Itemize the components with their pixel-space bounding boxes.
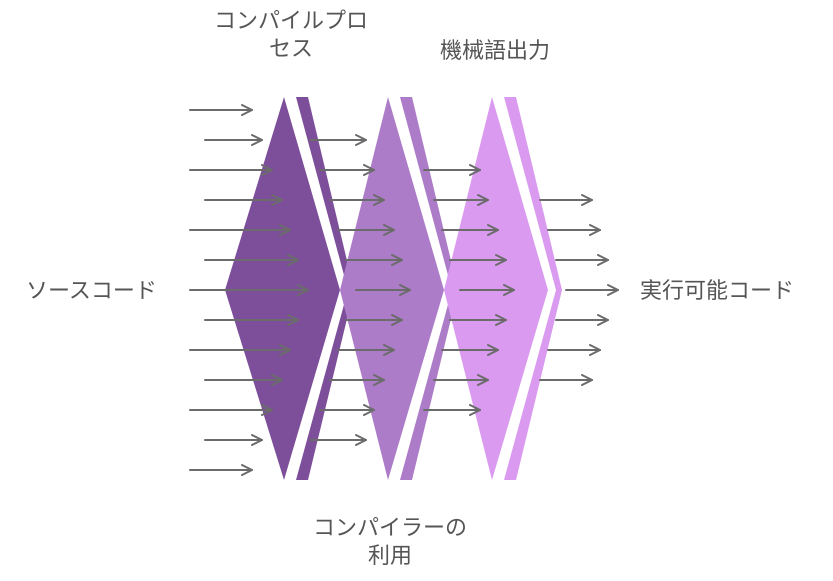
compile-process-stage-body: [225, 97, 340, 480]
compiler-usage-label-line-1: コンパイラーの: [312, 516, 467, 541]
source-code-label: ソースコード: [26, 279, 157, 304]
compile-process-stage-edge: [296, 97, 354, 480]
arrows-layer: [189, 104, 619, 476]
compiler-usage-stage-body: [340, 97, 444, 480]
compiler-usage-stage-edge: [400, 97, 458, 480]
compile-process-label-line-2: セス: [268, 37, 313, 62]
compile-process-label: コンパイルプロ セス: [198, 8, 384, 64]
compile-process-label-line-1: コンパイルプロ: [213, 9, 368, 34]
machine-output-stage-separator: [495, 96, 554, 481]
machine-output-stage-edge: [504, 97, 562, 480]
compiler-usage-label-line-2: 利用: [367, 544, 412, 569]
compiler-usage-label: コンパイラーの 利用: [290, 515, 490, 571]
machine-output-label: 機械語出力: [439, 39, 550, 64]
stages-layer: [225, 96, 562, 481]
executable-code-label: 実行可能コード: [640, 279, 795, 304]
machine-output-stage-body: [444, 97, 548, 480]
